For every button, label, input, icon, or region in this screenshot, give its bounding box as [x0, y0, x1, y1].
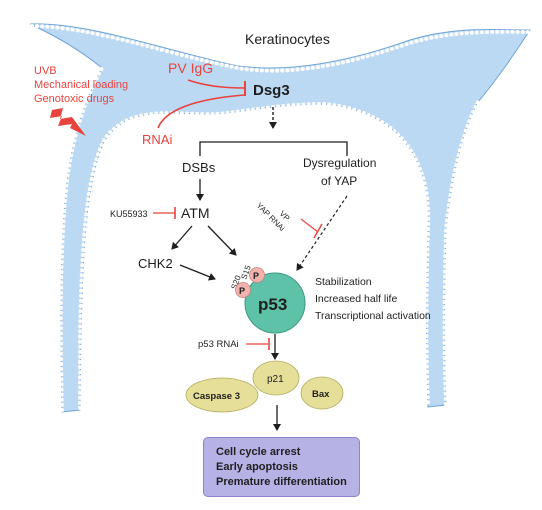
- dsg3-label: Dsg3: [253, 82, 290, 99]
- outcome-cell-cycle-arrest: Cell cycle arrest: [216, 446, 301, 458]
- outcome-early-apoptosis: Early apoptosis: [216, 461, 298, 473]
- pv-igg-label: PV IgG: [168, 60, 213, 76]
- atm-to-chk2-arrow: [171, 225, 193, 250]
- phospho-node-s15: [249, 267, 265, 283]
- stimulus-genotoxic: Genotoxic drugs: [34, 93, 115, 105]
- caspase3-label: Caspase 3: [193, 391, 240, 402]
- outcome-box: Cell cycle arrest Early apoptosis Premat…: [203, 437, 360, 497]
- dsbs-label: DSBs: [182, 160, 216, 175]
- membrane-left-dots: [58, 66, 104, 412]
- vp-inhibit-bar: [313, 223, 323, 239]
- p53-label: p53: [258, 295, 287, 314]
- caspase3-node: [185, 377, 259, 413]
- phospho-node-s20: [235, 282, 251, 298]
- stimulus-mechanical: Mechanical loading: [34, 79, 128, 91]
- p53-effect-half-life: Increased half life: [315, 293, 397, 305]
- branch-bracket: [199, 141, 348, 156]
- p53-node: [244, 272, 306, 334]
- atm-to-p53-arrow: [207, 225, 237, 256]
- bax-label: Bax: [312, 389, 330, 400]
- membrane-inner-dots: [78, 101, 431, 410]
- rnai-inhibit-line: [157, 94, 245, 129]
- p53-effect-transcription: Transcriptional activation: [315, 310, 431, 322]
- bax-node: [300, 376, 344, 410]
- ku55933-label: KU55933: [110, 209, 148, 219]
- lightning-icon: [50, 108, 86, 136]
- yap-to-p53-dashed-arrow: [296, 195, 348, 271]
- outcome-premature-differentiation: Premature differentiation: [216, 476, 347, 488]
- stimulus-uvb: UVB: [34, 65, 57, 77]
- vp-inhibit-line: [300, 218, 319, 233]
- membrane-outer-dots: [30, 24, 530, 73]
- yap-dysregulation-line1: Dysregulation: [303, 156, 376, 170]
- atm-label: ATM: [181, 205, 210, 221]
- yap-dysregulation-line2: of YAP: [321, 174, 357, 188]
- p21-node: [252, 360, 300, 396]
- chk2-to-p53-arrow: [179, 264, 216, 281]
- phospho-label-s15: P: [253, 271, 259, 281]
- phospho-label-s20: P: [239, 286, 245, 296]
- cell-label: Keratinocytes: [245, 31, 330, 47]
- rnai-label: RNAi: [142, 132, 172, 147]
- membrane-right-dots: [442, 100, 480, 406]
- p21-label: p21: [267, 374, 284, 385]
- p53-effect-stabilization: Stabilization: [315, 276, 372, 288]
- chk2-label: CHK2: [138, 256, 173, 271]
- p53-rnai-label: p53 RNAi: [198, 339, 239, 350]
- pv-igg-inhibit-line: [187, 79, 245, 89]
